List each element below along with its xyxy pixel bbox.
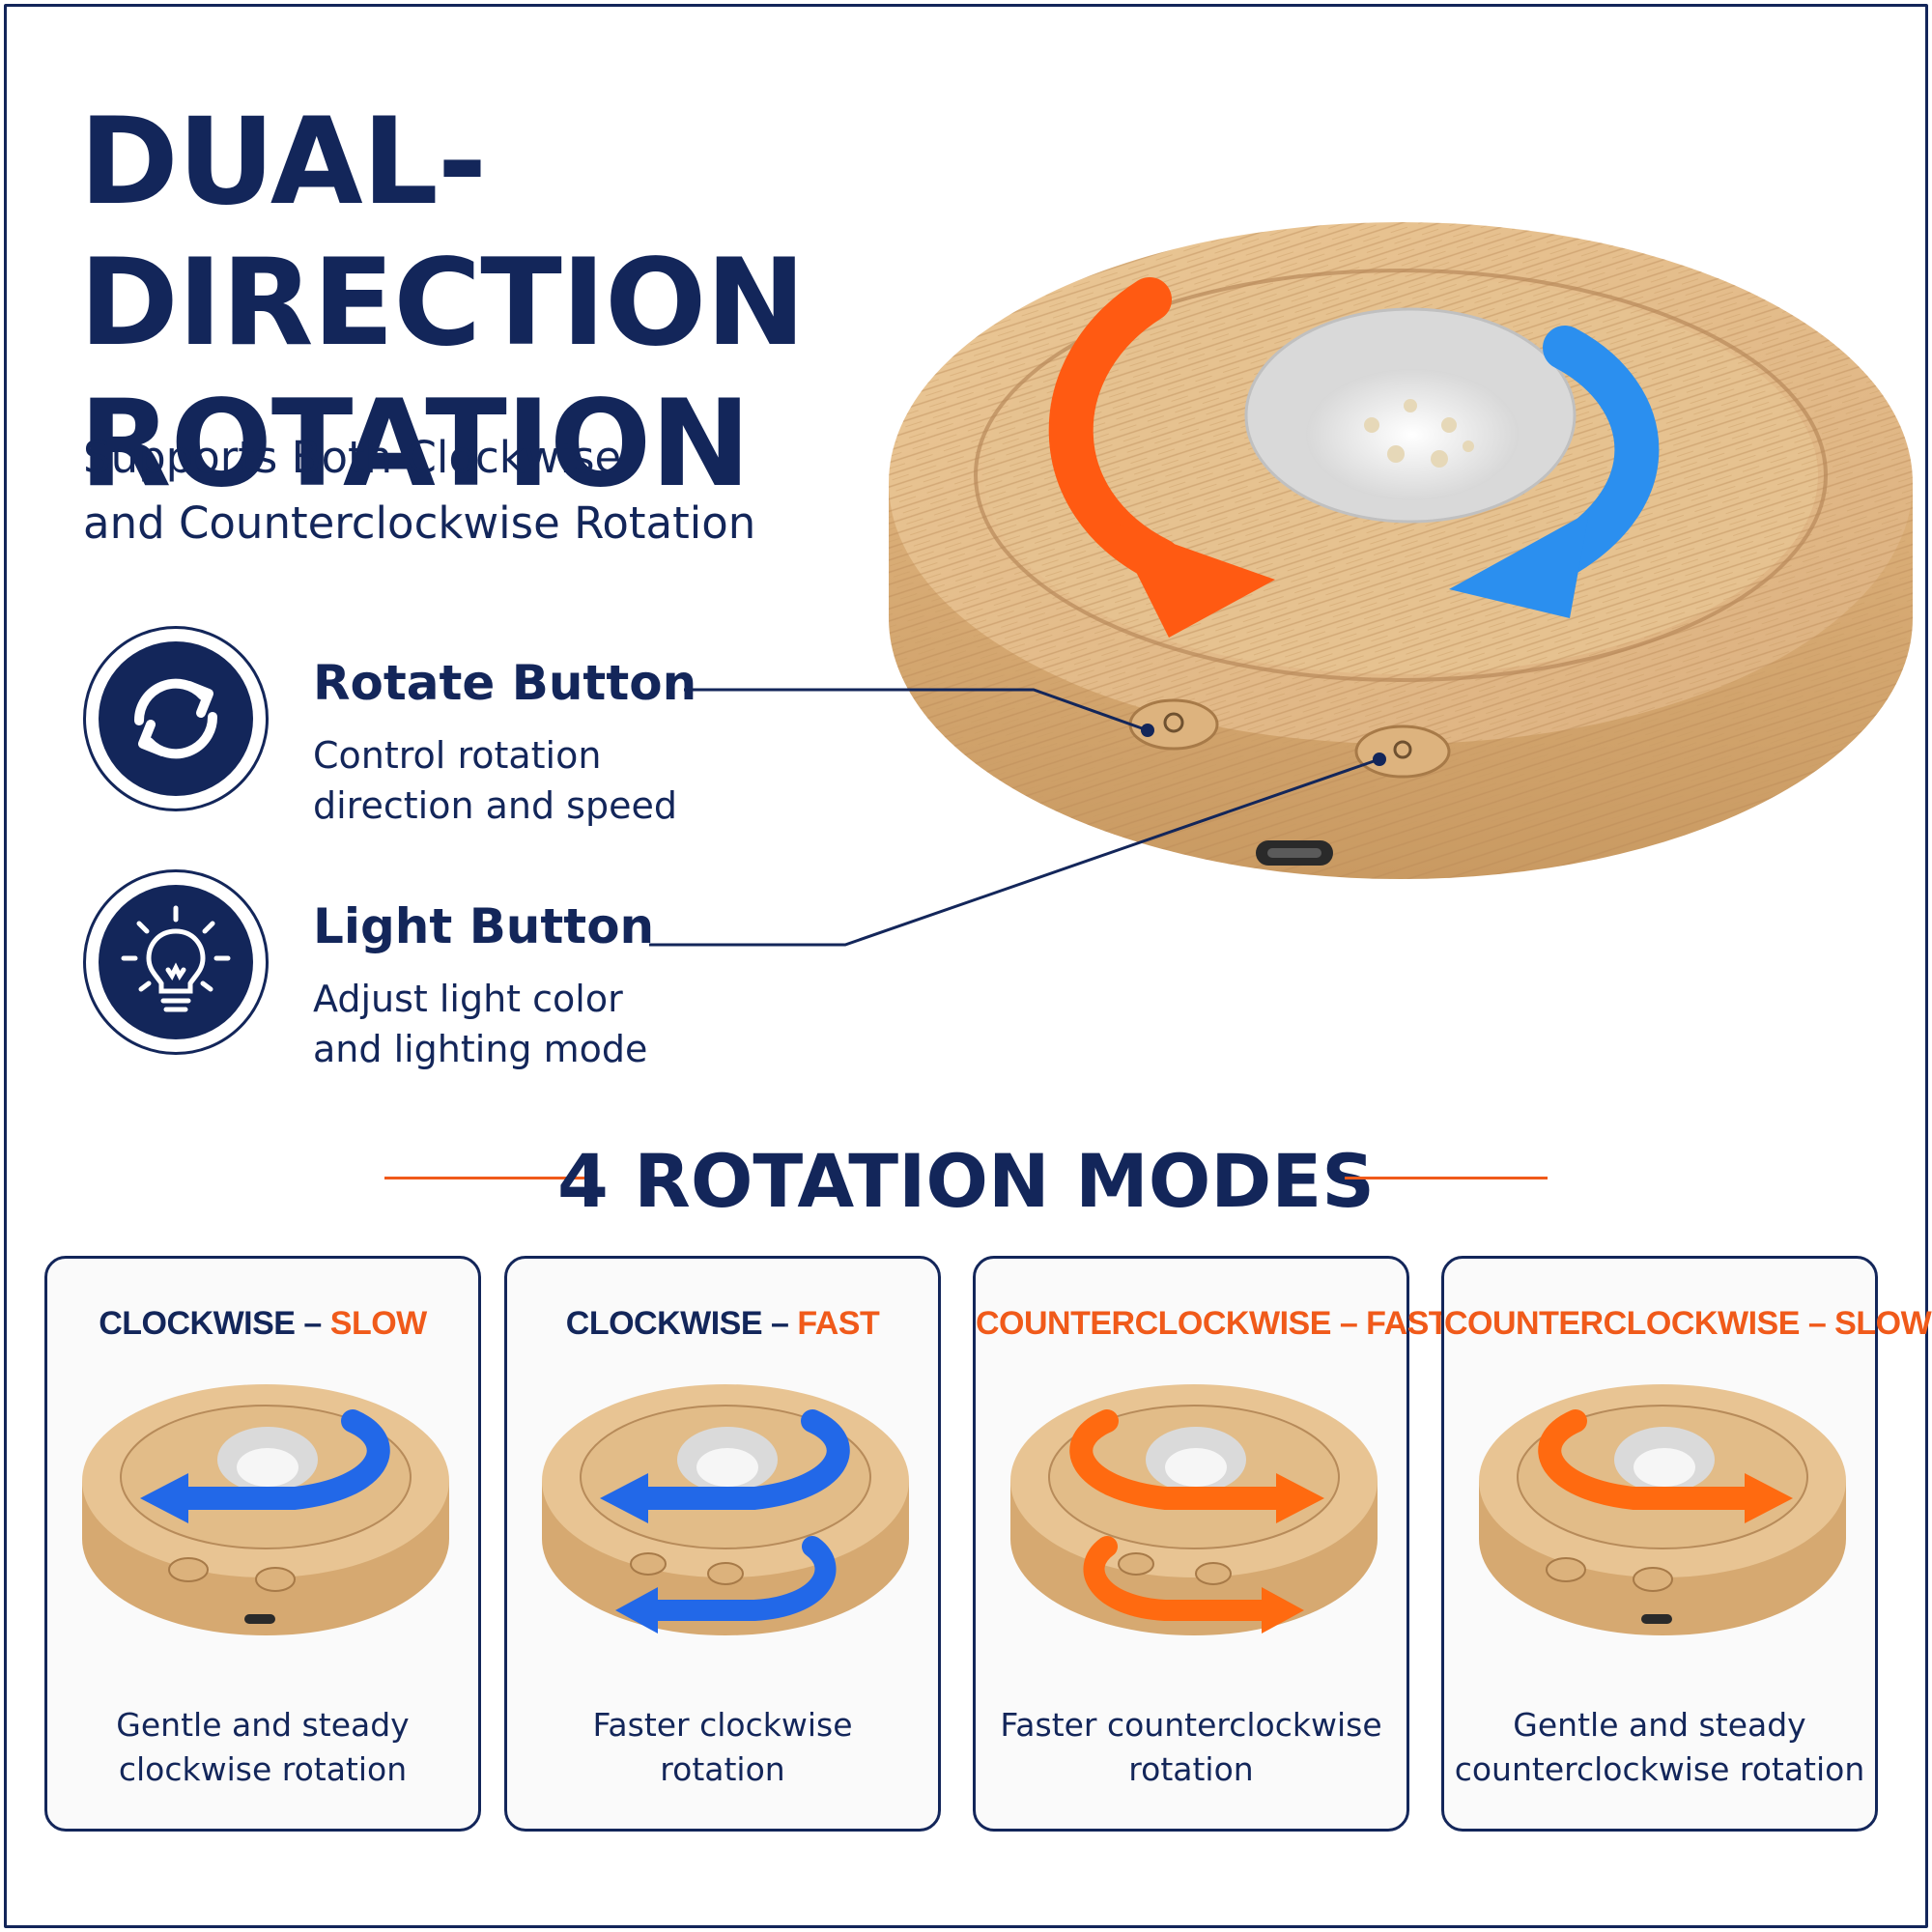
mode-card-counterclockwise-fast: COUNTERCLOCKWISE – FAST Faster countercl… [973,1256,1449,1832]
rotate-desc-line-1: Control rotation [313,734,602,777]
page-frame [4,4,1928,1928]
mode-card-desc: Faster clockwise rotation [507,1703,938,1792]
title-line-1: DUAL-DIRECTION [79,93,806,373]
light-desc-line-1: Adjust light color [313,978,623,1020]
mode-card-desc: Gentle and steady counterclockwise rotat… [1444,1703,1875,1792]
page-title: DUAL-DIRECTION ROTATION [79,92,1142,515]
light-icon-badge [83,869,269,1055]
mode-card-title: COUNTERCLOCKWISE – SLOW [1444,1305,1932,1343]
product-wood-base-image [889,222,1913,879]
feature-light-button: Light Button Adjust light color and ligh… [83,869,779,1070]
rotation-modes-header: 4 ROTATION MODES [0,1130,1932,1227]
light-desc-line-2: and lighting mode [313,1028,648,1070]
mode-card-title: CLOCKWISE – SLOW [47,1305,478,1343]
mode-card-title: COUNTERCLOCKWISE – FAST [976,1305,1449,1343]
rotate-arrows-icon [133,678,218,759]
rotation-modes-title: 4 ROTATION MODES [556,1138,1376,1224]
mode-title-speed: COUNTERCLOCKWISE – FAST [976,1305,1449,1342]
light-bulb-icon [121,905,231,1012]
rotate-button-desc: Control rotation direction and speed [313,730,757,831]
mode-card-clockwise-slow: CLOCKWISE – SLOW Gentle and steady clock… [44,1256,481,1832]
modes-divider-right [1345,1177,1548,1179]
mode-title-speed: SLOW [321,1305,427,1342]
mode-illustration-counterclockwise-fast [1010,1384,1378,1635]
mode-card-desc: Faster counterclockwise rotation [976,1703,1406,1792]
mode-illustration-clockwise-fast [542,1384,909,1635]
mode-title-direction: CLOCKWISE – [565,1305,789,1342]
mode-illustration-counterclockwise-slow [1479,1384,1846,1635]
mode-desc-line-2: rotation [660,1750,785,1788]
title-line-2: ROTATION [79,375,751,514]
rotate-desc-line-2: direction and speed [313,784,677,827]
mode-illustration-clockwise-slow [82,1384,449,1635]
mode-desc-line-1: Gentle and steady [1513,1706,1806,1744]
mode-desc-line-2: counterclockwise rotation [1454,1750,1865,1788]
rotate-button-title: Rotate Button [313,655,697,711]
mode-card-counterclockwise-slow: COUNTERCLOCKWISE – SLOW Gentle and stead… [1441,1256,1932,1832]
mode-title-direction: CLOCKWISE – [99,1305,322,1342]
mode-title-speed: COUNTERCLOCKWISE – SLOW [1444,1305,1932,1342]
mode-title-speed: FAST [788,1305,880,1342]
page-subtitle: Supports Both Clockwise and Counterclock… [83,425,856,556]
modes-divider-left [384,1177,587,1179]
light-button-title: Light Button [313,898,655,954]
subtitle-line-2: and Counterclockwise Rotation [83,497,756,549]
mode-card-title: CLOCKWISE – FAST [507,1305,938,1343]
mode-desc-line-2: clockwise rotation [118,1750,408,1788]
rotate-icon-badge [83,626,269,811]
mode-card-desc: Gentle and steady clockwise rotation [47,1703,478,1792]
subtitle-line-1: Supports Both Clockwise [83,432,622,483]
mode-card-clockwise-fast: CLOCKWISE – FAST Faster clockwise rotati… [504,1256,941,1832]
mode-desc-line-1: Faster counterclockwise [1000,1706,1382,1744]
light-button-desc: Adjust light color and lighting mode [313,974,757,1074]
mode-desc-line-1: Gentle and steady [116,1706,410,1744]
mode-desc-line-1: Faster clockwise [592,1706,853,1744]
feature-rotate-button: Rotate Button Control rotation direction… [83,626,779,827]
mode-desc-line-2: rotation [1128,1750,1254,1788]
